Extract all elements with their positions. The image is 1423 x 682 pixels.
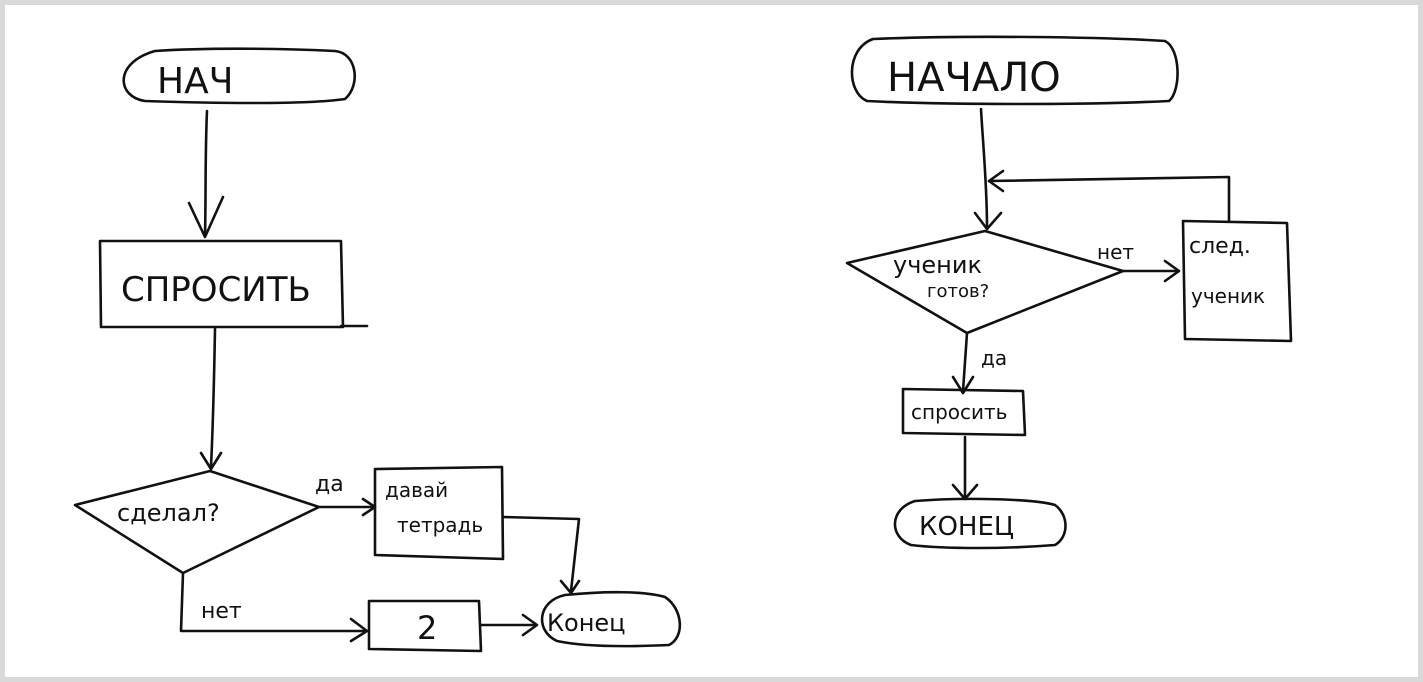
left-yes-label: да: [315, 472, 344, 497]
right-end-label: КОНЕЦ: [919, 512, 1014, 542]
left-give-label-line2: тетрадь: [397, 513, 483, 537]
left-no-label: нет: [201, 599, 242, 624]
flowcharts: НАЧ СПРОСИТЬ сделал? да давай тетрадь не…: [73, 35, 1293, 653]
right-ask-box: [901, 387, 1027, 437]
whiteboard-canvas: НАЧ СПРОСИТЬ сделал? да давай тетрадь не…: [5, 5, 1418, 677]
left-arrowhead-grade-end: [521, 613, 539, 637]
left-start-terminator: [122, 47, 356, 105]
left-arrowhead-end-top: [559, 579, 581, 595]
right-end-terminator: [893, 497, 1067, 550]
left-decision-label: сделал?: [117, 499, 220, 527]
right-loop-back-arrowhead: [987, 169, 1005, 193]
left-give-box: [373, 465, 505, 561]
left-arrow-give-to-end: [501, 515, 581, 593]
left-start-label: НАЧ: [157, 61, 233, 102]
left-end-terminator: [540, 590, 682, 648]
left-arrowhead-ask: [187, 195, 225, 239]
right-next-label-line2: ученик: [1191, 284, 1265, 308]
left-arrowhead-decision: [199, 451, 223, 471]
left-flowchart: НАЧ СПРОСИТЬ сделал? да давай тетрадь не…: [73, 47, 682, 653]
left-give-label-line1: давай: [385, 478, 448, 502]
right-ask-label: спросить: [911, 400, 1007, 424]
left-arrow-no: [179, 571, 367, 633]
left-arrow-start-to-ask: [203, 109, 209, 237]
left-arrowhead-no: [349, 617, 369, 643]
right-next-box: [1181, 219, 1293, 343]
right-start-label: НАЧАЛО: [887, 55, 1061, 101]
right-decision-label-line2: готов?: [927, 281, 989, 302]
right-arrow-yes: [961, 331, 969, 393]
right-arrowhead-yes: [951, 375, 975, 395]
left-arrow-ask-to-decision: [209, 327, 217, 469]
right-arrowhead-decision: [973, 211, 1003, 231]
right-arrowhead-no: [1163, 259, 1181, 283]
right-loop-back-line: [987, 175, 1231, 223]
right-no-label: нет: [1097, 240, 1134, 264]
left-ask-label: СПРОСИТЬ: [121, 270, 311, 310]
right-start-terminator: [850, 35, 1179, 106]
right-flowchart: НАЧАЛО ученик готов? нет след. ученик да…: [845, 35, 1293, 550]
left-grade-box: [367, 599, 483, 653]
right-arrow-start-to-decision: [979, 107, 989, 229]
left-grade-label: 2: [417, 609, 437, 647]
right-next-label-line1: след.: [1189, 234, 1251, 259]
right-yes-label: да: [981, 346, 1007, 370]
right-decision-label-line1: ученик: [893, 251, 982, 279]
left-end-label: Конец: [547, 609, 626, 637]
